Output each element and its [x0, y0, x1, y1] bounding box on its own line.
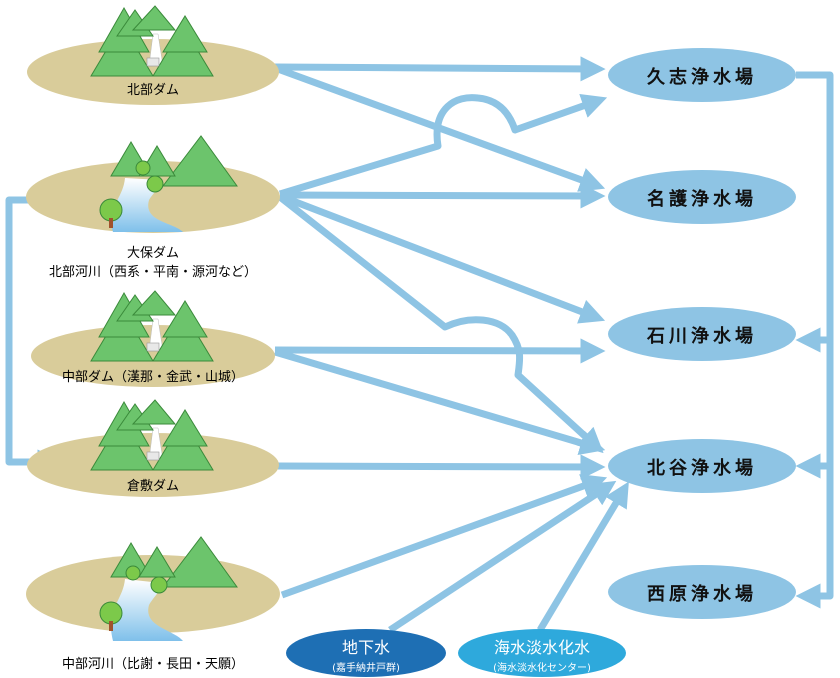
- arrow-chuburivers-to-chatan: [280, 474, 608, 599]
- plant-nago: [608, 170, 796, 224]
- groundwater-source: [286, 629, 446, 677]
- plant-kushi: [608, 48, 796, 102]
- chatan-plant-label: 北谷浄水場: [647, 458, 757, 479]
- arrow-chubudam-to-ishikawa: [274, 338, 606, 364]
- arrow-okuma-to-chatan: [277, 194, 604, 454]
- arrow-desal-to-chatan: [536, 481, 629, 632]
- kurashiki-dam-label: 倉敷ダム: [126, 479, 179, 494]
- chubu-rivers-label: 中部河川（比謝・長田・天願）: [61, 657, 244, 672]
- desalination-source: [458, 629, 626, 677]
- groundwater-subtitle: (嘉手納井戸群): [332, 663, 400, 674]
- dam-icon: [90, 290, 214, 362]
- arrow-okuma-to-kushi: [278, 93, 608, 198]
- nishihara-plant-label: 西原浄水場: [647, 584, 757, 605]
- hokubu-dam-label: 北部ダム: [126, 83, 179, 98]
- desalination-label: 海水淡水化水 (海水淡水化センター): [458, 634, 626, 674]
- arrow-chubudam-to-chatan: [274, 348, 606, 456]
- island-chubu-dam: [31, 325, 275, 387]
- island-hokubu-dam: [27, 39, 279, 105]
- groundwater-label: 地下水 (嘉手納井戸群): [286, 634, 446, 674]
- arrow-okuma-to-ishikawa: [278, 192, 606, 324]
- island-kurashiki-dam: [27, 433, 279, 497]
- dam-icon: [90, 5, 214, 77]
- river-mountain-icon: [99, 135, 238, 232]
- plant-chatan: [608, 439, 796, 493]
- plant-ishikawa: [608, 307, 796, 361]
- river-mountain-icon: [99, 536, 238, 641]
- arrow-okuma-to-kurashiki: [5, 196, 63, 475]
- ishikawa-plant-label: 石川浄水場: [647, 326, 757, 347]
- arrow-groundwater-to-chatan: [388, 480, 617, 633]
- nago-plant-label: 名護浄水場: [647, 189, 757, 210]
- arrow-okuma-to-nago: [279, 183, 606, 209]
- hokubu-rivers-label: 北部河川（西系・平南・源河など）: [48, 265, 257, 280]
- kushi-plant-label: 久志浄水場: [647, 67, 757, 88]
- arrow-hokubu-to-kushi: [274, 56, 606, 82]
- dam-icon: [90, 399, 214, 471]
- groundwater-title: 地下水: [341, 638, 390, 657]
- plant-nishihara: [608, 565, 796, 619]
- arrow-right-loop: [796, 71, 834, 600]
- desalination-title: 海水淡水化水: [493, 638, 590, 657]
- arrow-kurashiki-to-chatan: [277, 454, 606, 480]
- desalination-subtitle: (海水淡水化センター): [493, 663, 591, 674]
- okuma-dam-label: 大保ダム: [126, 246, 179, 261]
- chubu-dam-label: 中部ダム（漢那・金武・山城）: [61, 370, 244, 385]
